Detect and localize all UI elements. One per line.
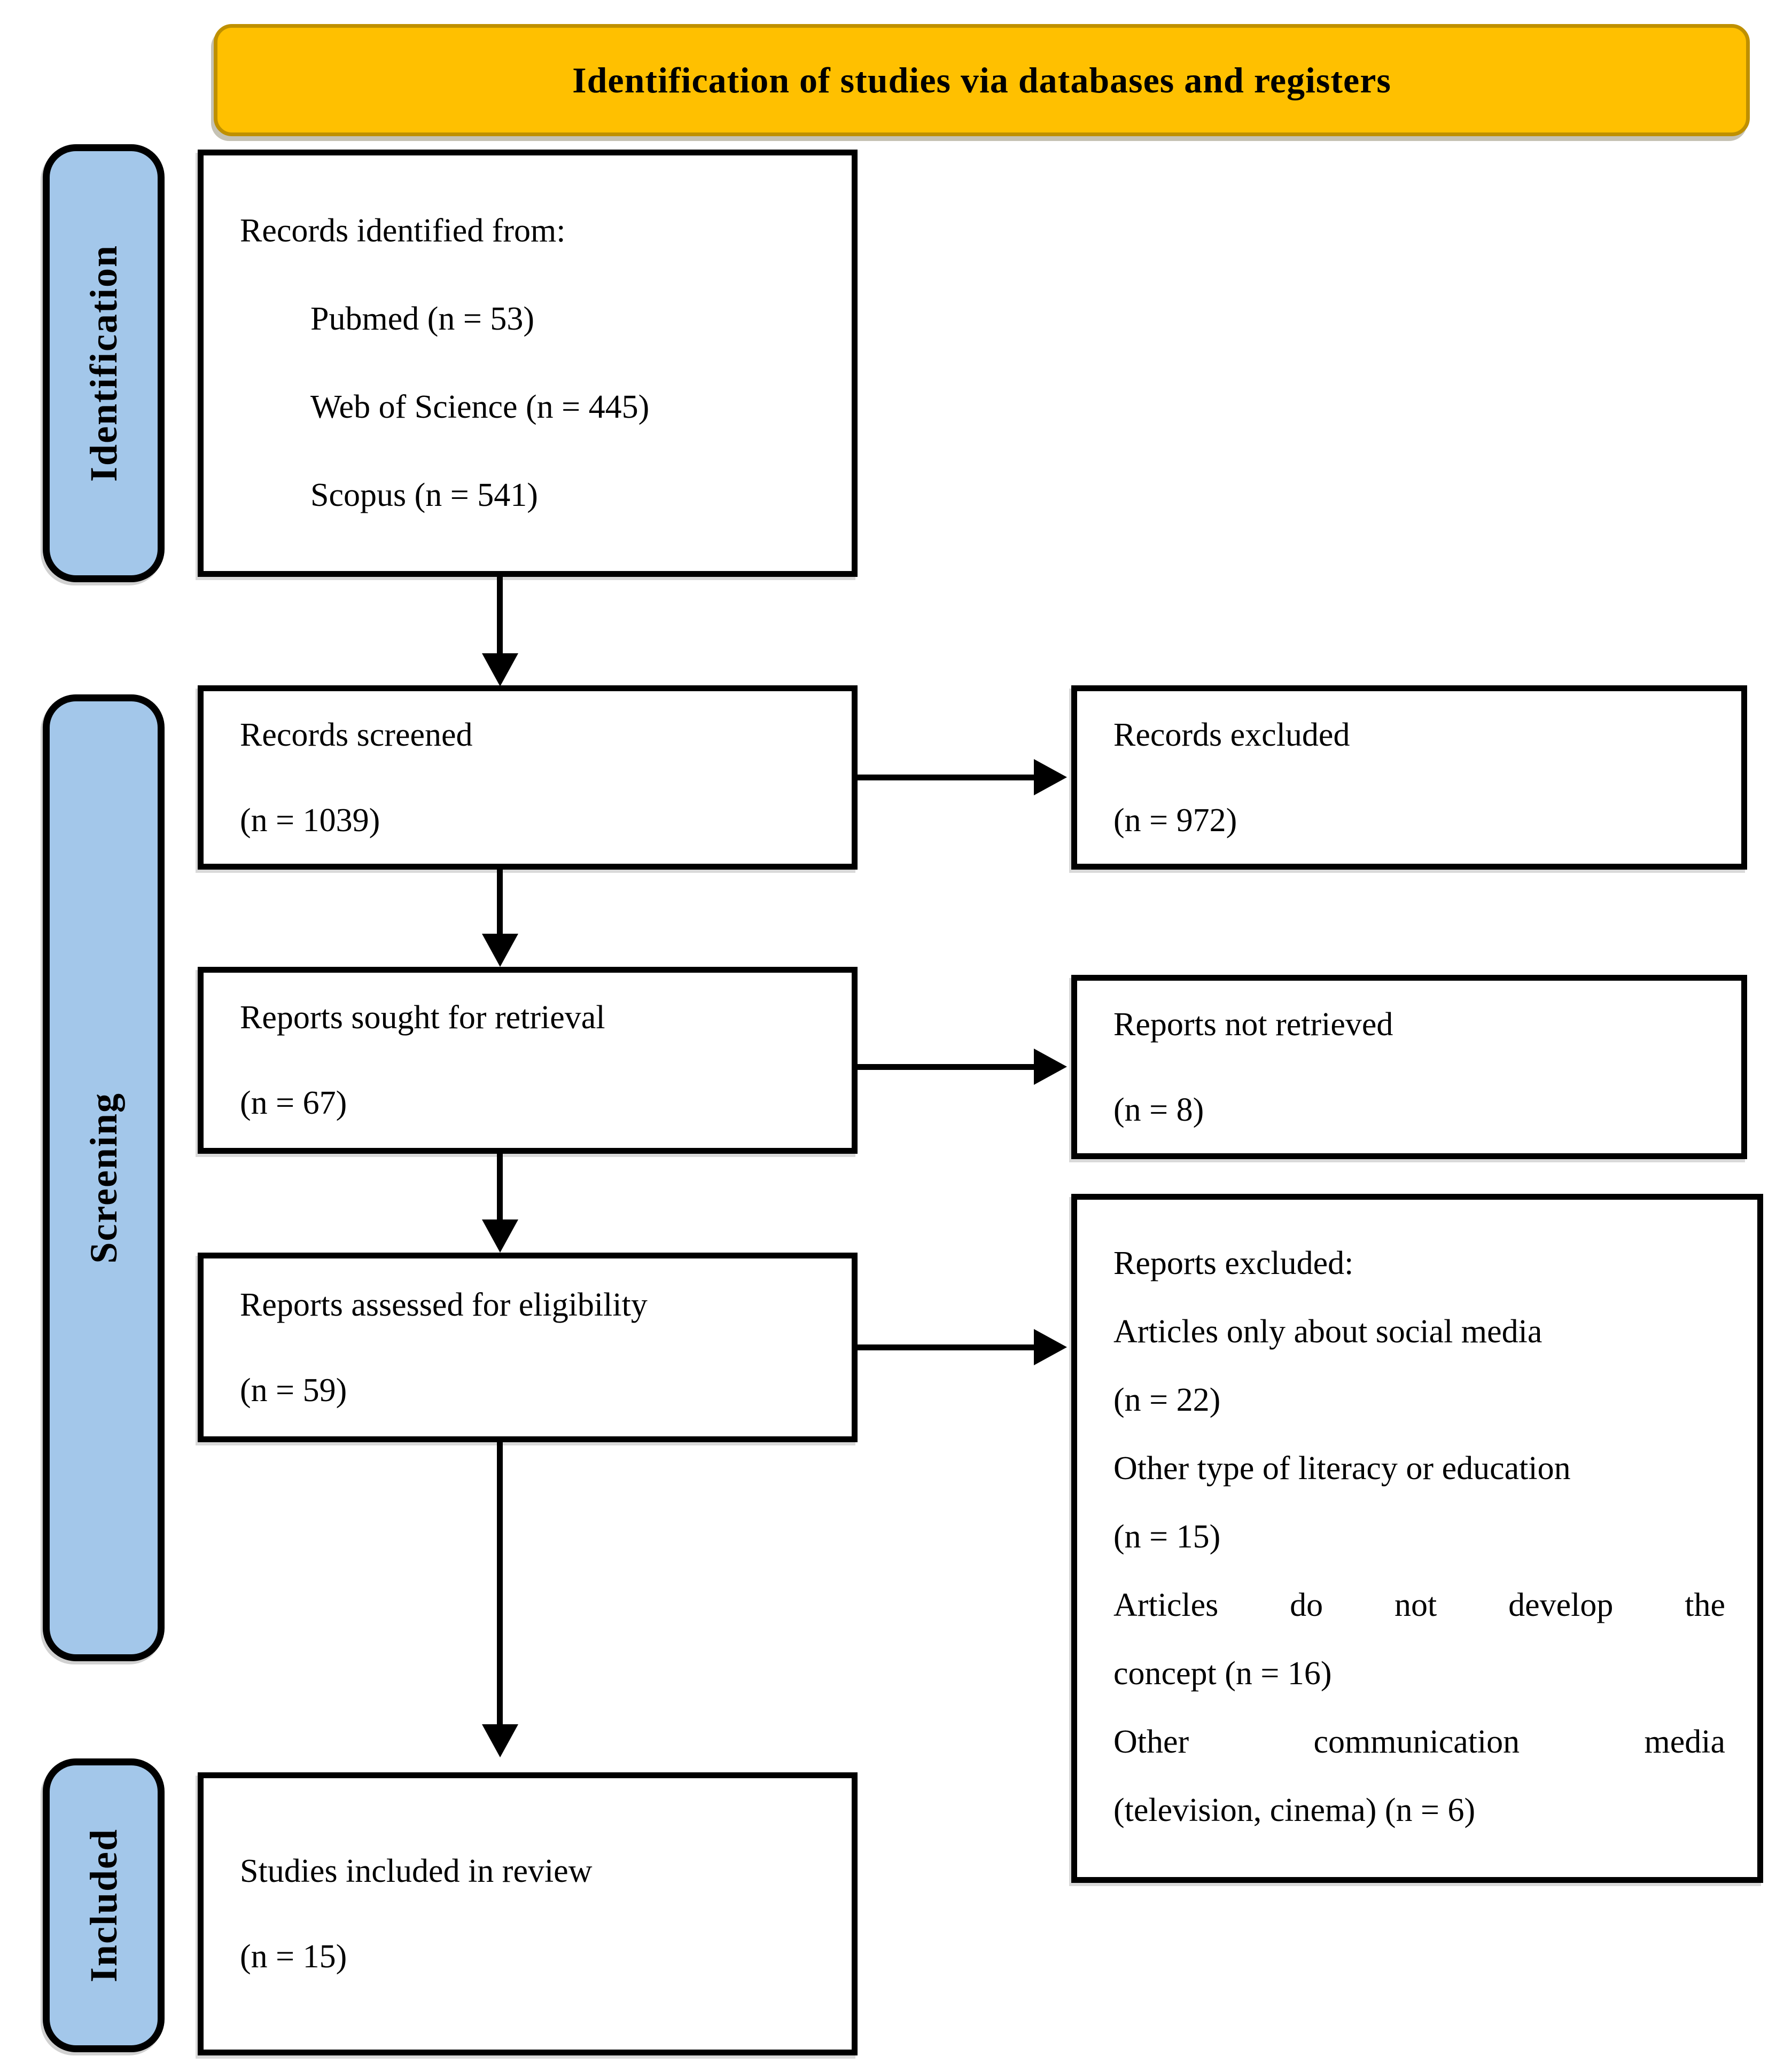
records-excluded-count: (n = 972) [1113, 802, 1237, 839]
box-records-screened: Records screened (n = 1039) [198, 685, 858, 870]
box-records-excluded: Records excluded (n = 972) [1071, 685, 1747, 870]
box-reports-not-retrieved: Reports not retrieved (n = 8) [1071, 975, 1747, 1159]
box-reports-excluded: Reports excluded: Articles only about so… [1071, 1194, 1763, 1883]
records-identified-source-pubmed: Pubmed (n = 53) [310, 301, 534, 337]
stage-pill-included: Included [43, 1758, 165, 2052]
stage-pill-screening: Screening [43, 694, 165, 1661]
banner: Identification of studies via databases … [214, 24, 1750, 136]
stage-label-identification: Identification [82, 244, 125, 482]
studies-included-label: Studies included in review [240, 1853, 593, 1889]
reports-excluded-reason-2-count: (n = 15) [1113, 1519, 1221, 1555]
banner-title: Identification of studies via databases … [572, 59, 1391, 100]
arrow-assessed-to-included-line [497, 1442, 503, 1728]
arrow-identified-to-screened-line [497, 577, 503, 660]
reports-excluded-reason-2: Other type of literacy or education [1113, 1450, 1571, 1487]
arrow-sought-to-not-retrieved-line [858, 1064, 1037, 1070]
reports-excluded-heading: Reports excluded: [1113, 1245, 1354, 1281]
reports-excluded-reason-4-line-2: (television, cinema) (n = 6) [1113, 1792, 1476, 1828]
reports-assessed-count: (n = 59) [240, 1372, 347, 1409]
studies-included-count: (n = 15) [240, 1938, 347, 1975]
arrow-screened-to-sought-line [497, 870, 503, 936]
arrow-sought-to-not-retrieved-head [1034, 1049, 1067, 1085]
stage-pill-identification: Identification [43, 144, 165, 582]
reports-not-retrieved-label: Reports not retrieved [1113, 1006, 1393, 1043]
arrow-sought-to-assessed-line [497, 1154, 503, 1222]
box-reports-assessed: Reports assessed for eligibility (n = 59… [198, 1253, 858, 1442]
records-screened-label: Records screened [240, 716, 473, 753]
arrow-identified-to-screened-head [482, 653, 518, 686]
box-studies-included: Studies included in review (n = 15) [198, 1772, 858, 2055]
stage-label-included: Included [82, 1828, 125, 1983]
box-reports-sought: Reports sought for retrieval (n = 67) [198, 967, 858, 1154]
arrow-assessed-to-included-head [482, 1724, 518, 1757]
box-records-identified: Records identified from: Pubmed (n = 53)… [198, 150, 858, 577]
arrow-sought-to-assessed-head [482, 1219, 518, 1253]
records-identified-source-scopus: Scopus (n = 541) [310, 477, 538, 513]
arrow-screened-to-excluded-line [858, 775, 1037, 780]
reports-not-retrieved-count: (n = 8) [1113, 1091, 1204, 1128]
records-identified-heading: Records identified from: [240, 213, 566, 249]
reports-assessed-label: Reports assessed for eligibility [240, 1286, 648, 1323]
arrow-assessed-to-reports-excluded-line [858, 1344, 1037, 1350]
stage-label-screening: Screening [82, 1092, 125, 1264]
reports-excluded-reason-1-count: (n = 22) [1113, 1382, 1221, 1418]
reports-excluded-reason-4-line-1: Other communication media [1113, 1724, 1725, 1760]
reports-excluded-reason-3-line-2: concept (n = 16) [1113, 1655, 1332, 1692]
arrow-screened-to-excluded-head [1034, 759, 1067, 795]
reports-sought-count: (n = 67) [240, 1085, 347, 1121]
arrow-assessed-to-reports-excluded-head [1034, 1329, 1067, 1365]
records-identified-source-wos: Web of Science (n = 445) [310, 389, 650, 425]
reports-sought-label: Reports sought for retrieval [240, 999, 605, 1036]
reports-excluded-reason-3-line-1: Articles do not develop the [1113, 1587, 1725, 1623]
records-excluded-label: Records excluded [1113, 716, 1350, 753]
records-screened-count: (n = 1039) [240, 802, 380, 839]
arrow-screened-to-sought-head [482, 934, 518, 967]
reports-excluded-reason-1: Articles only about social media [1113, 1313, 1543, 1350]
